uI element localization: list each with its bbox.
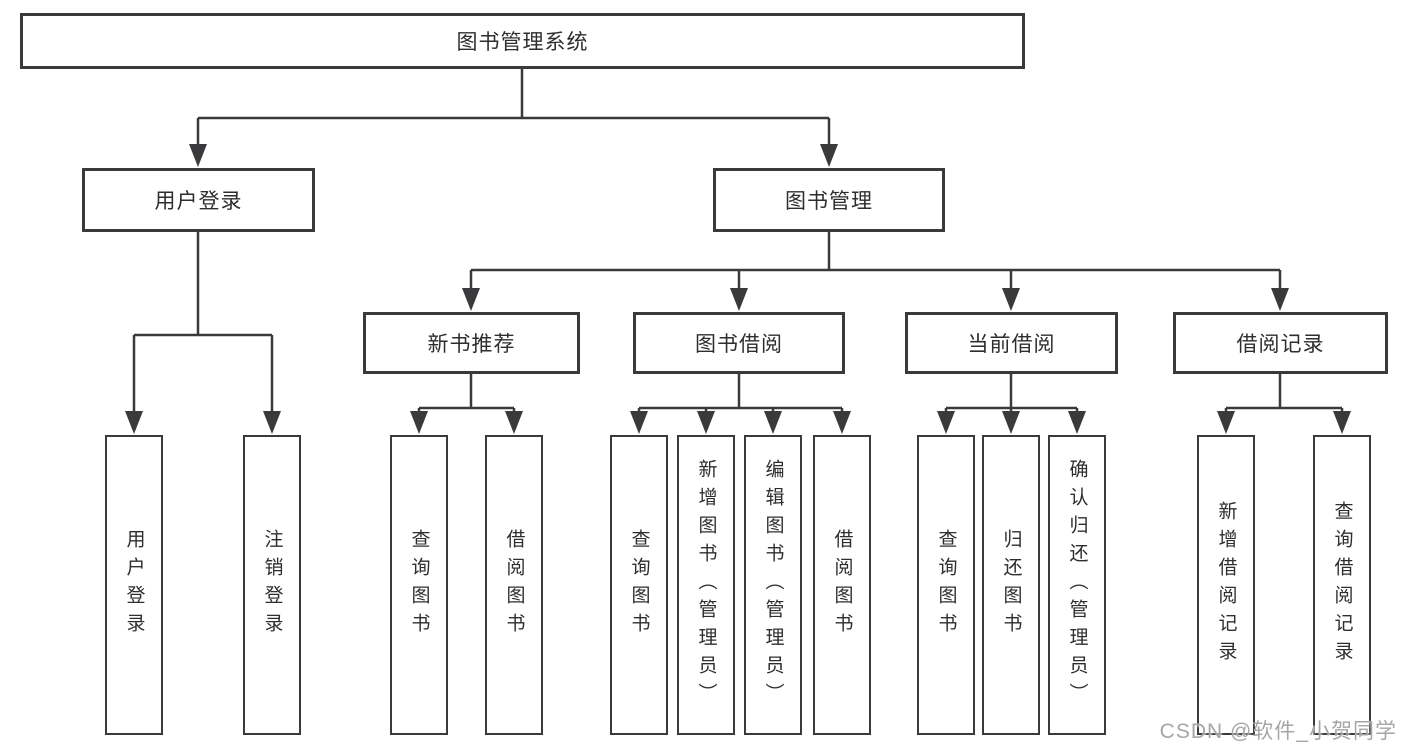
node-user-login: 用户登录 — [82, 168, 315, 232]
leaf-label: 借阅图书 — [831, 529, 853, 641]
arrowhead — [1068, 411, 1086, 434]
leaf-label: 查询图书 — [935, 529, 957, 641]
leaf-label: 查询借阅记录 — [1331, 501, 1353, 669]
leaf-label: 新增图书（管理员） — [695, 459, 717, 711]
leaf-label: 用户登录 — [123, 529, 145, 641]
leaf-query-borrow-record: 查询借阅记录 — [1313, 435, 1371, 735]
leaf-confirm-return-admin: 确认归还（管理员） — [1048, 435, 1106, 735]
leaf-logout: 注销登录 — [243, 435, 301, 735]
leaf-edit-books-admin: 编辑图书（管理员） — [744, 435, 802, 735]
arrowhead — [1271, 288, 1289, 311]
leaf-label: 借阅图书 — [503, 529, 525, 641]
leaf-label: 确认归还（管理员） — [1066, 459, 1088, 711]
arrowhead — [263, 411, 281, 434]
leaf-add-borrow-record: 新增借阅记录 — [1197, 435, 1255, 735]
leaf-label: 注销登录 — [261, 529, 283, 641]
leaf-query-books-current: 查询图书 — [917, 435, 975, 735]
arrowhead — [1002, 288, 1020, 311]
node-borrow-records: 借阅记录 — [1173, 312, 1388, 374]
arrowhead — [730, 288, 748, 311]
arrowhead — [189, 144, 207, 167]
leaf-borrow-books-recommend: 借阅图书 — [485, 435, 543, 735]
leaf-label: 查询图书 — [628, 529, 650, 641]
arrowhead — [1002, 411, 1020, 434]
leaf-label: 新增借阅记录 — [1215, 501, 1237, 669]
arrowhead — [410, 411, 428, 434]
arrowhead — [505, 411, 523, 434]
arrowhead — [462, 288, 480, 311]
arrowhead — [764, 411, 782, 434]
arrowhead — [820, 144, 838, 167]
arrowhead — [1333, 411, 1351, 434]
node-book-borrow: 图书借阅 — [633, 312, 845, 374]
csdn-watermark: CSDN @软件_小贺同学 — [1159, 720, 1397, 743]
arrowhead — [1217, 411, 1235, 434]
leaf-return-books: 归还图书 — [982, 435, 1040, 735]
leaf-query-books-borrow: 查询图书 — [610, 435, 668, 735]
arrowhead — [125, 411, 143, 434]
leaf-label: 归还图书 — [1000, 529, 1022, 641]
leaf-user-login: 用户登录 — [105, 435, 163, 735]
node-library-management-system: 图书管理系统 — [20, 13, 1025, 69]
node-new-book-recommend: 新书推荐 — [363, 312, 580, 374]
arrowhead — [937, 411, 955, 434]
node-current-borrow: 当前借阅 — [905, 312, 1118, 374]
leaf-borrow-books: 借阅图书 — [813, 435, 871, 735]
leaf-label: 编辑图书（管理员） — [762, 459, 784, 711]
arrowhead — [833, 411, 851, 434]
node-book-management: 图书管理 — [713, 168, 945, 232]
leaf-label: 查询图书 — [408, 529, 430, 641]
leaf-query-books-recommend: 查询图书 — [390, 435, 448, 735]
leaf-add-books-admin: 新增图书（管理员） — [677, 435, 735, 735]
arrowhead — [630, 411, 648, 434]
arrowhead — [697, 411, 715, 434]
arrowheads — [125, 144, 1351, 434]
